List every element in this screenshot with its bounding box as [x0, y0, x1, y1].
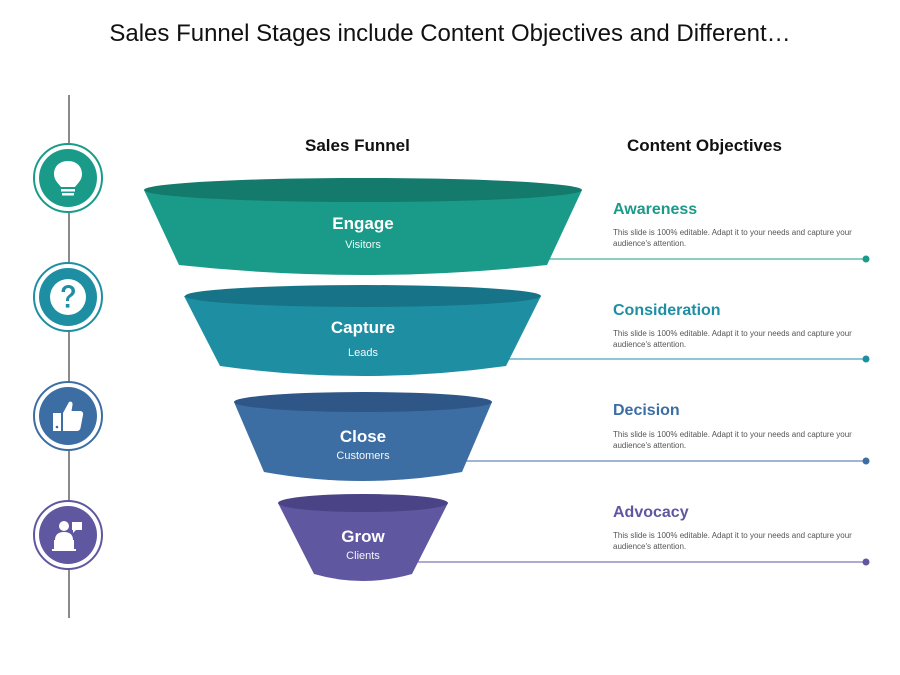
funnel-segment-engage — [144, 178, 582, 275]
stage-name: Close — [339, 427, 387, 446]
objective-title-consideration: Consideration — [613, 302, 721, 319]
stage-subtitle: Clients — [346, 550, 380, 562]
capture-icon-ring — [33, 262, 103, 332]
stage-close: Close Customers — [336, 427, 389, 462]
funnel-segment-grow — [278, 494, 448, 581]
stage-capture: Capture Leads — [331, 318, 395, 359]
page-title: Sales Funnel Stages include Content Obje… — [109, 20, 791, 47]
connector-dot-advocacy — [862, 558, 870, 566]
objective-title-decision: Decision — [613, 402, 680, 419]
lightbulb-icon — [39, 149, 97, 207]
stage-subtitle: Customers — [336, 450, 390, 462]
objective-description: This slide is 100% editable. Adapt it to… — [613, 531, 852, 551]
objective-description: This slide is 100% editable. Adapt it to… — [613, 329, 852, 349]
stage-grow: Grow Clients — [341, 527, 384, 562]
timeline-line — [68, 95, 70, 618]
stage-subtitle: Leads — [348, 347, 378, 359]
funnel-segment-capture — [184, 285, 541, 376]
stage-name: Grow — [341, 527, 385, 546]
stage-name: Capture — [330, 318, 396, 337]
presenter-icon — [39, 506, 97, 564]
content-objectives-header: Content Objectives — [627, 136, 782, 155]
objective-description: This slide is 100% editable. Adapt it to… — [613, 228, 852, 248]
thumbs-up-icon — [39, 387, 97, 445]
connector-dot-consideration — [862, 355, 870, 363]
stage-name: Engage — [332, 214, 394, 233]
objective-title-awareness: Awareness — [613, 201, 698, 218]
stage-subtitle: Visitors — [345, 239, 381, 251]
connector-dot-awareness — [862, 255, 870, 263]
stage-engage: Engage Visitors — [332, 214, 393, 251]
grow-icon-ring — [33, 500, 103, 570]
question-mark-icon — [39, 268, 97, 326]
sales-funnel-header: Sales Funnel — [305, 136, 410, 155]
objective-title-advocacy: Advocacy — [613, 504, 689, 521]
funnel-segment-close — [234, 392, 492, 481]
connector-dot-decision — [862, 457, 870, 465]
engage-icon-ring — [33, 143, 103, 213]
objective-description: This slide is 100% editable. Adapt it to… — [613, 430, 852, 450]
close-icon-ring — [33, 381, 103, 451]
